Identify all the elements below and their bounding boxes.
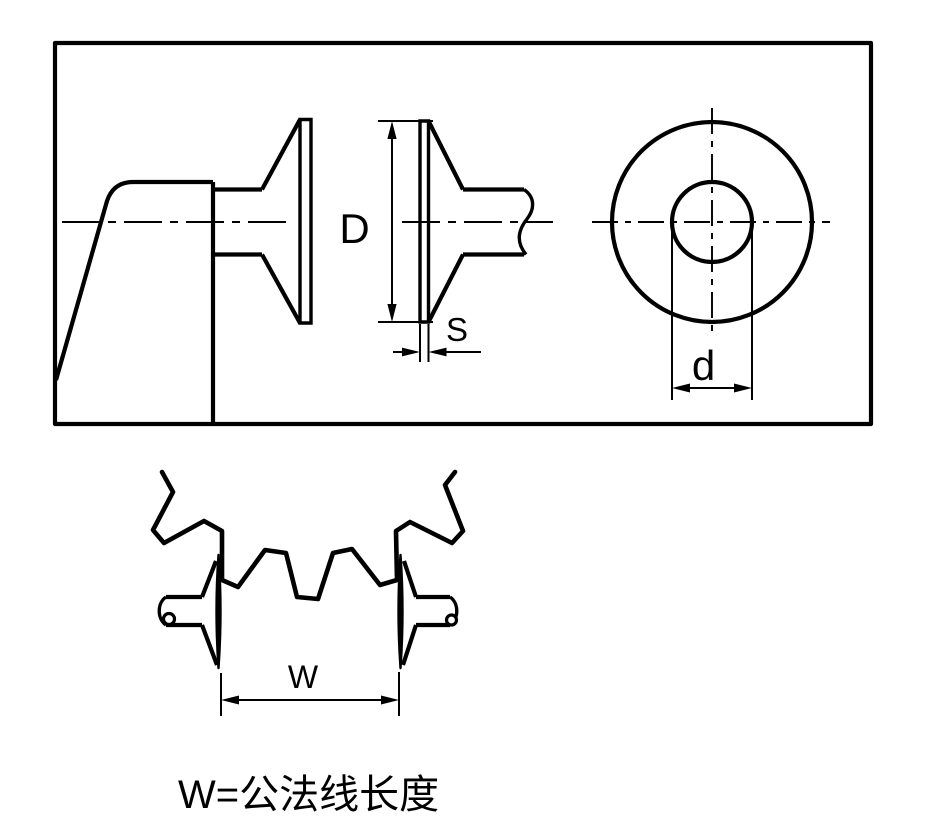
- right-measuring-disc-assembly: [397, 553, 459, 670]
- dimension-S-extension-lines: [419, 324, 430, 362]
- label-W: W: [288, 659, 319, 695]
- dimension-D: D: [339, 120, 433, 323]
- top-panel: D S d: [52, 40, 874, 427]
- left-disc-plate: [298, 117, 313, 325]
- micrometer-body-outline: [53, 179, 213, 381]
- gear-teeth-profile: [150, 469, 466, 602]
- dimension-S-arrow-left: [402, 347, 420, 357]
- left-disc-cone: [260, 118, 302, 325]
- dimension-W-arrow-left: [221, 695, 239, 705]
- dimension-W-extension-lines: [220, 672, 400, 716]
- dimension-S-arrow-right: [428, 347, 447, 357]
- label-D: D: [339, 205, 369, 252]
- left-shaft-break-loop: [161, 611, 177, 627]
- dimension-d: d: [671, 224, 753, 400]
- shaft-break-line: [517, 188, 535, 256]
- left-measuring-disc-assembly: [157, 553, 222, 670]
- middle-disc-cone: [426, 120, 465, 323]
- middle-shaft: [463, 187, 524, 257]
- disc-anvil-side-view: [402, 119, 553, 324]
- dimension-D-arrow-down: [387, 304, 397, 322]
- right-shaft-break-loop: [444, 613, 459, 627]
- right-measuring-disc: [397, 553, 404, 670]
- dimension-D-arrow-up: [387, 121, 397, 139]
- bottom-panel: W W=公法线长度: [150, 469, 466, 817]
- dimension-W: W: [220, 659, 400, 716]
- dimension-S: S: [393, 311, 481, 362]
- dimension-d-extension-lines: [671, 224, 753, 400]
- left-spindle-stem: [213, 187, 262, 257]
- dimension-d-arrow-left: [672, 383, 690, 393]
- disc-front-view: [592, 108, 830, 338]
- left-measuring-disc: [215, 553, 222, 670]
- panel-border: [52, 40, 874, 427]
- label-d: d: [692, 342, 715, 389]
- left-measuring-cone: [200, 560, 219, 666]
- micrometer-body-view: [53, 117, 313, 423]
- label-S: S: [446, 311, 468, 348]
- dimension-D-extension-lines: [378, 120, 433, 323]
- dimension-d-arrow-right: [734, 383, 752, 393]
- right-measuring-cone: [401, 560, 418, 666]
- right-measuring-shaft: [416, 594, 450, 628]
- caption-base-tangent-length: W=公法线长度: [178, 773, 439, 817]
- dimension-W-arrow-right: [381, 695, 399, 705]
